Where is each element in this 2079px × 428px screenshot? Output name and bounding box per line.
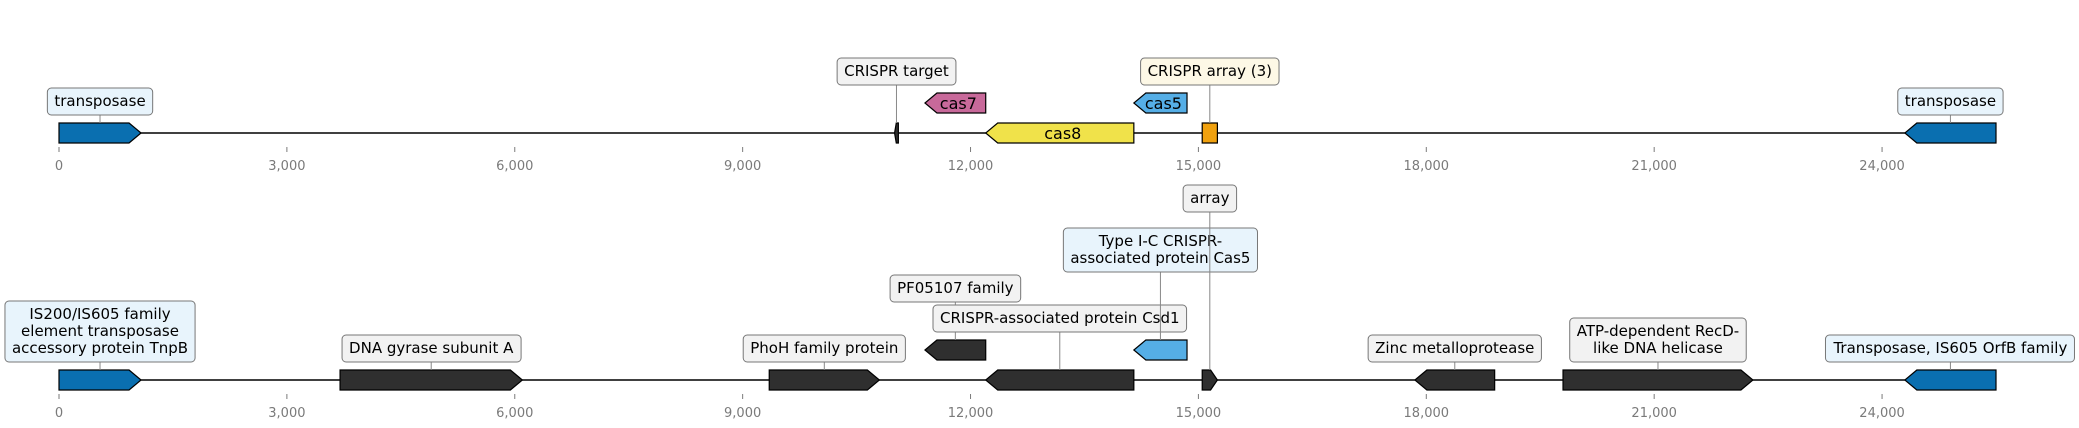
gene-label: ATP-dependent RecD-like DNA helicase xyxy=(1577,322,1740,357)
axis-tick-label: 24,000 xyxy=(1859,406,1905,421)
gene-feature[interactable]: Transposase, IS605 OrfB family xyxy=(1824,334,2075,391)
gene-arrow[interactable] xyxy=(58,122,142,144)
label-box xyxy=(1140,57,1280,86)
gene-label: CRISPR-associated protein Csd1 xyxy=(940,309,1180,327)
gene-arrow[interactable] xyxy=(984,122,1135,144)
gene-label: PhoH family protein xyxy=(750,339,898,357)
label-box xyxy=(1569,317,1747,363)
axis-tick-label: 3,000 xyxy=(268,406,305,421)
gene-feature[interactable]: cas8 xyxy=(984,122,1135,144)
gene-inner-label: cas8 xyxy=(1044,124,1081,143)
gene-feature[interactable]: CRISPR-associated protein Csd1 xyxy=(932,304,1188,391)
label-box xyxy=(1062,227,1258,273)
axis-tick-label: 21,000 xyxy=(1631,159,1677,174)
label-box xyxy=(932,304,1188,333)
label-box xyxy=(1897,87,2004,116)
label-box xyxy=(4,300,196,363)
gene-arrow[interactable] xyxy=(1562,369,1754,391)
gene-inner-label: cas7 xyxy=(940,94,977,113)
axis-tick-label: 9,000 xyxy=(724,406,761,421)
axis-tick-label: 18,000 xyxy=(1404,159,1450,174)
gene-label: Type I-C CRISPR-associated protein Cas5 xyxy=(1070,232,1250,267)
gene-arrow[interactable] xyxy=(984,369,1135,391)
gene-feature[interactable]: CRISPR target xyxy=(836,57,957,144)
gene-arrow[interactable] xyxy=(339,369,524,391)
gene-arrow[interactable] xyxy=(1903,122,1997,144)
top-track: 0 3,000 6,000 9,000 12,000 15,000 18,000 21,000… xyxy=(46,57,2004,174)
axis-tick-label: 6,000 xyxy=(496,159,533,174)
gene-arrow[interactable] xyxy=(1201,369,1219,391)
gene-feature[interactable]: Type I-C CRISPR-associated protein Cas5 xyxy=(1062,227,1258,361)
gene-feature[interactable]: array xyxy=(1182,184,1238,391)
label-box xyxy=(836,57,957,86)
gene-feature[interactable]: cas7 xyxy=(924,92,987,114)
gene-label: Transposase, IS605 OrfB family xyxy=(1832,339,2067,357)
label-box xyxy=(1182,184,1238,213)
gene-label: array xyxy=(1190,189,1229,207)
label-box xyxy=(1367,334,1542,363)
gene-arrow[interactable] xyxy=(1903,369,1997,391)
axis-tick-label: 9,000 xyxy=(724,159,761,174)
gene-label: CRISPR target xyxy=(844,62,949,80)
axis-tick-label: 12,000 xyxy=(948,159,994,174)
gene-arrow[interactable] xyxy=(768,369,881,391)
axis-tick-label: 6,000 xyxy=(496,406,533,421)
axis-tick-label: 18,000 xyxy=(1404,406,1450,421)
gene-feature[interactable]: transposase xyxy=(46,87,154,144)
label-box xyxy=(46,87,154,116)
axis-tick-label: 0 xyxy=(55,159,63,174)
gene-label: CRISPR array (3) xyxy=(1148,62,1272,80)
axis-tick-label: 21,000 xyxy=(1631,406,1677,421)
axis-tick-label: 0 xyxy=(55,406,63,421)
gene-label: PF05107 family xyxy=(897,279,1014,297)
gene-feature[interactable]: cas5 xyxy=(1132,92,1188,114)
gene-feature[interactable]: DNA gyrase subunit A xyxy=(339,334,524,391)
gene-feature[interactable]: PF05107 family xyxy=(889,274,1022,361)
label-box xyxy=(889,274,1022,303)
gene-feature[interactable]: ATP-dependent RecD-like DNA helicase xyxy=(1562,317,1754,391)
gene-feature[interactable]: transposase xyxy=(1897,87,2004,144)
gene-inner-label: cas5 xyxy=(1145,94,1182,113)
gene-label: DNA gyrase subunit A xyxy=(349,339,514,357)
gene-arrow[interactable] xyxy=(1201,122,1219,144)
gene-feature[interactable]: Zinc metalloprotease xyxy=(1367,334,1542,391)
label-box xyxy=(742,334,906,363)
gene-arrow[interactable] xyxy=(924,339,987,361)
label-box xyxy=(1824,334,2075,363)
axis-tick-label: 15,000 xyxy=(1176,159,1222,174)
axis-tick-label: 3,000 xyxy=(268,159,305,174)
axis-tick-label: 12,000 xyxy=(948,406,994,421)
gene-arrow[interactable] xyxy=(1132,339,1188,361)
label-box xyxy=(341,334,522,363)
gene-arrow[interactable] xyxy=(924,92,987,114)
gene-label: transposase xyxy=(54,92,145,110)
gene-feature[interactable]: CRISPR array (3) xyxy=(1140,57,1280,144)
gene-label: Zinc metalloprotease xyxy=(1375,339,1534,357)
bottom-track: 0 3,000 6,000 9,000 12,000 15,000 18,000 21,000… xyxy=(4,184,2075,421)
gene-arrow[interactable] xyxy=(1413,369,1496,391)
gene-arrow[interactable] xyxy=(893,122,899,144)
gene-arrow[interactable] xyxy=(1132,92,1188,114)
axis-tick-label: 24,000 xyxy=(1859,159,1905,174)
gene-arrow[interactable] xyxy=(58,369,142,391)
axis-tick-label: 15,000 xyxy=(1176,406,1222,421)
gene-label: transposase xyxy=(1905,92,1996,110)
gene-feature[interactable]: PhoH family protein xyxy=(742,334,906,391)
